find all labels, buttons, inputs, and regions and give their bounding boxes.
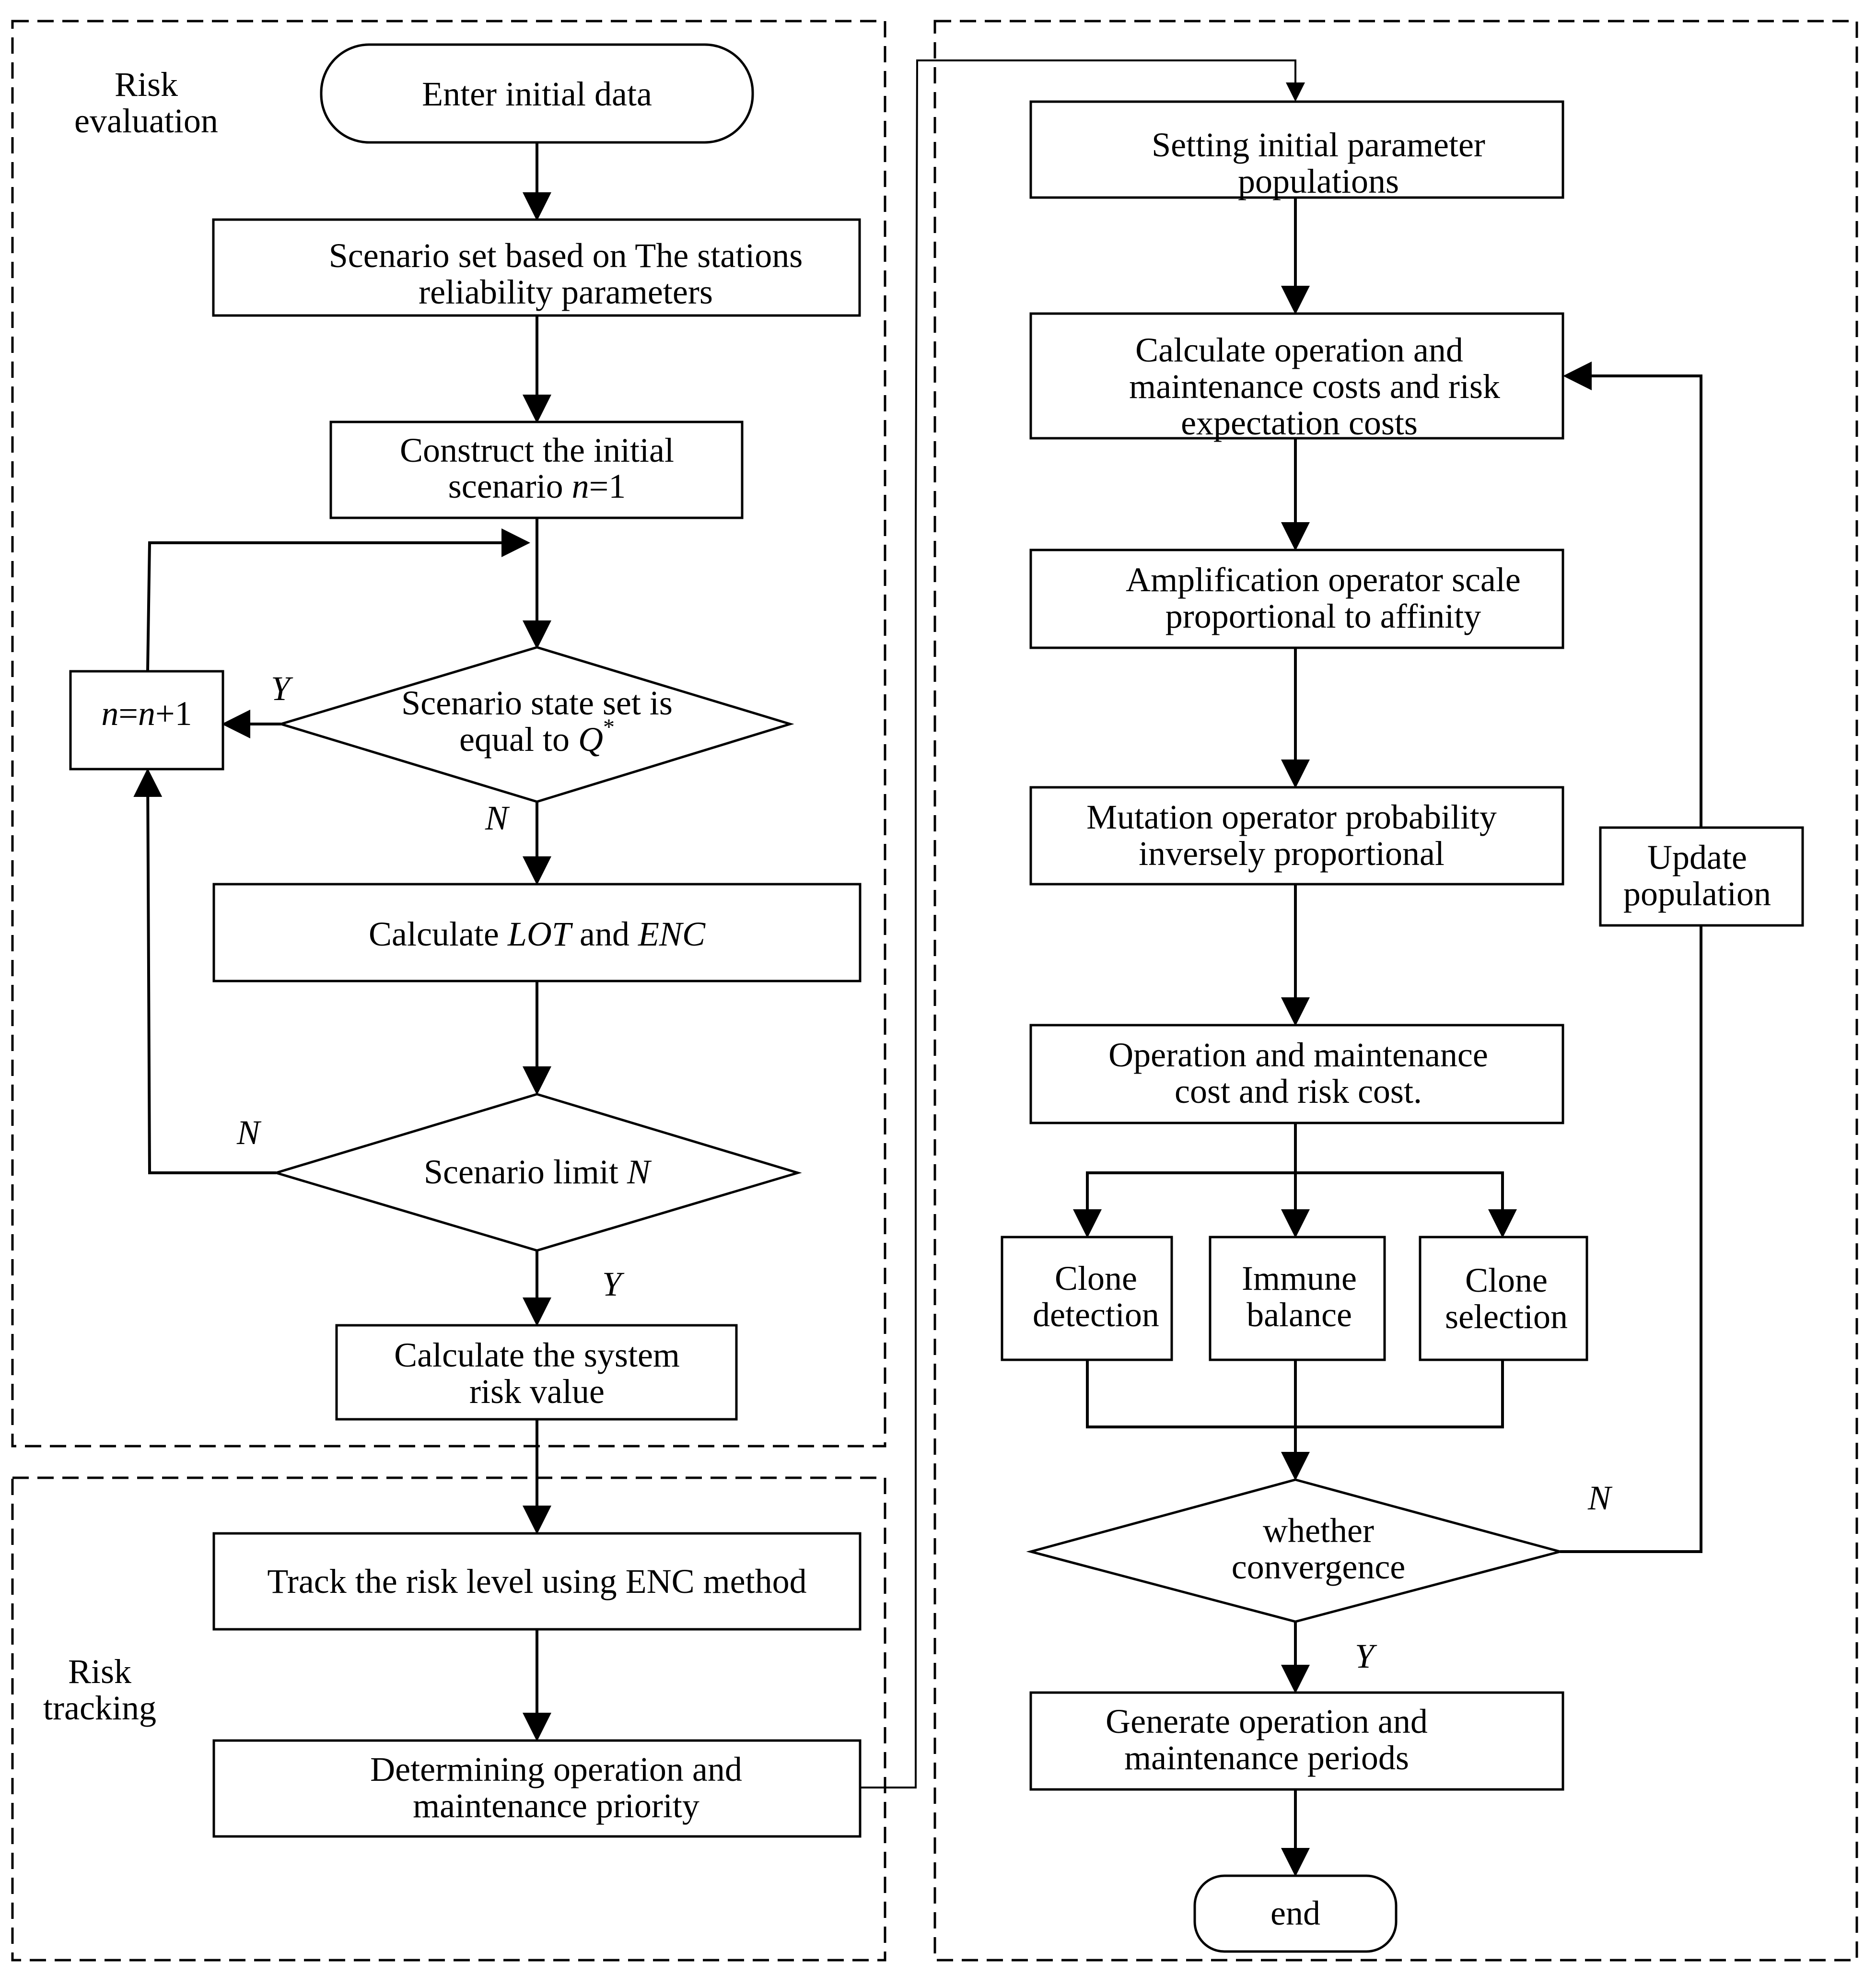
clone-detection-label-2: detection [1033, 1296, 1159, 1334]
construct-scenario-box [329, 421, 744, 519]
mutation-label: Mutation operator probability [1086, 798, 1497, 836]
immune-balance-label: Immune [1242, 1259, 1357, 1297]
init-params-box [1029, 100, 1564, 199]
convergence-label-2: convergence [1232, 1548, 1405, 1586]
optimization-region [933, 20, 1858, 1962]
scenario-set-label: Scenario set based on The stations [329, 236, 803, 275]
amplification-box [1029, 549, 1564, 649]
risk-evaluation-region [11, 20, 886, 1448]
immune-balance-label-2: balance [1247, 1296, 1352, 1334]
clone-selection-label: Clone [1465, 1261, 1548, 1299]
connector-priority-to-init [860, 59, 1305, 1788]
generate-periods-box [1029, 1691, 1564, 1791]
amplification-label-2: proportional to affinity [1165, 597, 1481, 635]
risk-tracking-label: Risk [68, 1652, 131, 1691]
update-population-label-2: population [1623, 875, 1771, 913]
om-cost-label: Operation and maintenance [1108, 1036, 1488, 1074]
generate-periods-label: Generate operation and [1106, 1702, 1428, 1741]
construct-scenario-label-2: scenario n=1 [448, 467, 626, 505]
start-label: Enter initial data [422, 75, 652, 113]
clone-detection-label: Clone [1055, 1259, 1137, 1297]
scenario-set-box [212, 218, 861, 317]
priority-label: Determining operation and [370, 1750, 742, 1788]
increment-label: n=n+1 [101, 694, 192, 733]
clone-selection-box [1419, 1236, 1588, 1361]
calc-costs-box [1029, 312, 1564, 440]
conv-yes-label: Y [1355, 1637, 1377, 1675]
split-line-right [1295, 1171, 1517, 1238]
clone-selection-label-2: selection [1445, 1297, 1568, 1336]
immune-balance-box [1209, 1236, 1386, 1361]
init-params-label: Setting initial parameter [1152, 126, 1485, 164]
state-decision-label: Scenario state set is [401, 684, 673, 722]
arrow-limit-no [133, 768, 276, 1174]
calc-costs-label-2: maintenance costs and risk [1129, 367, 1500, 406]
track-risk-label: Track the risk level using ENC method [267, 1562, 806, 1601]
risk-evaluation-label-2: evaluation [74, 102, 218, 140]
priority-label-2: maintenance priority [413, 1787, 699, 1825]
increment-box [69, 670, 224, 771]
state-decision-label-2: equal to Q* [459, 714, 615, 759]
arrow-conv-no-line [1560, 926, 1702, 1553]
end-label: end [1270, 1894, 1320, 1932]
arrow-update-to-costs [1563, 362, 1702, 828]
amplification-label: Amplification operator scale [1126, 561, 1521, 599]
generate-periods-label-2: maintenance periods [1124, 1739, 1409, 1777]
clone-detection-box [1001, 1236, 1173, 1361]
calc-lot-enc-label: Calculate LOT and ENC [369, 915, 706, 953]
priority-box [212, 1739, 862, 1838]
limit-no-label: N [236, 1113, 262, 1152]
conv-no-label: N [1587, 1479, 1613, 1517]
update-population-box [1599, 826, 1804, 927]
state-no-label: N [485, 799, 510, 837]
init-params-label-2: populations [1238, 162, 1399, 200]
limit-yes-label: Y [602, 1265, 625, 1303]
state-yes-label: Y [271, 669, 293, 708]
system-risk-label-2: risk value [469, 1372, 605, 1411]
end-terminal [1193, 1874, 1398, 1953]
system-risk-box [335, 1324, 738, 1421]
track-risk-box [212, 1532, 862, 1631]
limit-decision-label: Scenario limit N [424, 1153, 652, 1191]
calc-costs-label-3: expectation costs [1181, 404, 1418, 442]
mutation-label-2: inversely proportional [1139, 834, 1445, 873]
risk-evaluation-label: Risk [115, 65, 178, 104]
om-cost-label-2: cost and risk cost. [1175, 1072, 1422, 1110]
split-line-left [1073, 1171, 1295, 1238]
construct-scenario-label: Construct the initial [400, 431, 674, 469]
loop-back-line [146, 528, 530, 671]
system-risk-label: Calculate the system [394, 1336, 680, 1374]
convergence-label: whether [1263, 1511, 1374, 1550]
risk-tracking-label-2: tracking [43, 1689, 156, 1727]
om-cost-box [1029, 1024, 1564, 1124]
risk-tracking-region [11, 1476, 886, 1962]
calc-costs-label: Calculate operation and [1135, 331, 1463, 369]
update-population-label: Update [1647, 838, 1747, 876]
scenario-set-label-2: reliability parameters [419, 273, 713, 311]
